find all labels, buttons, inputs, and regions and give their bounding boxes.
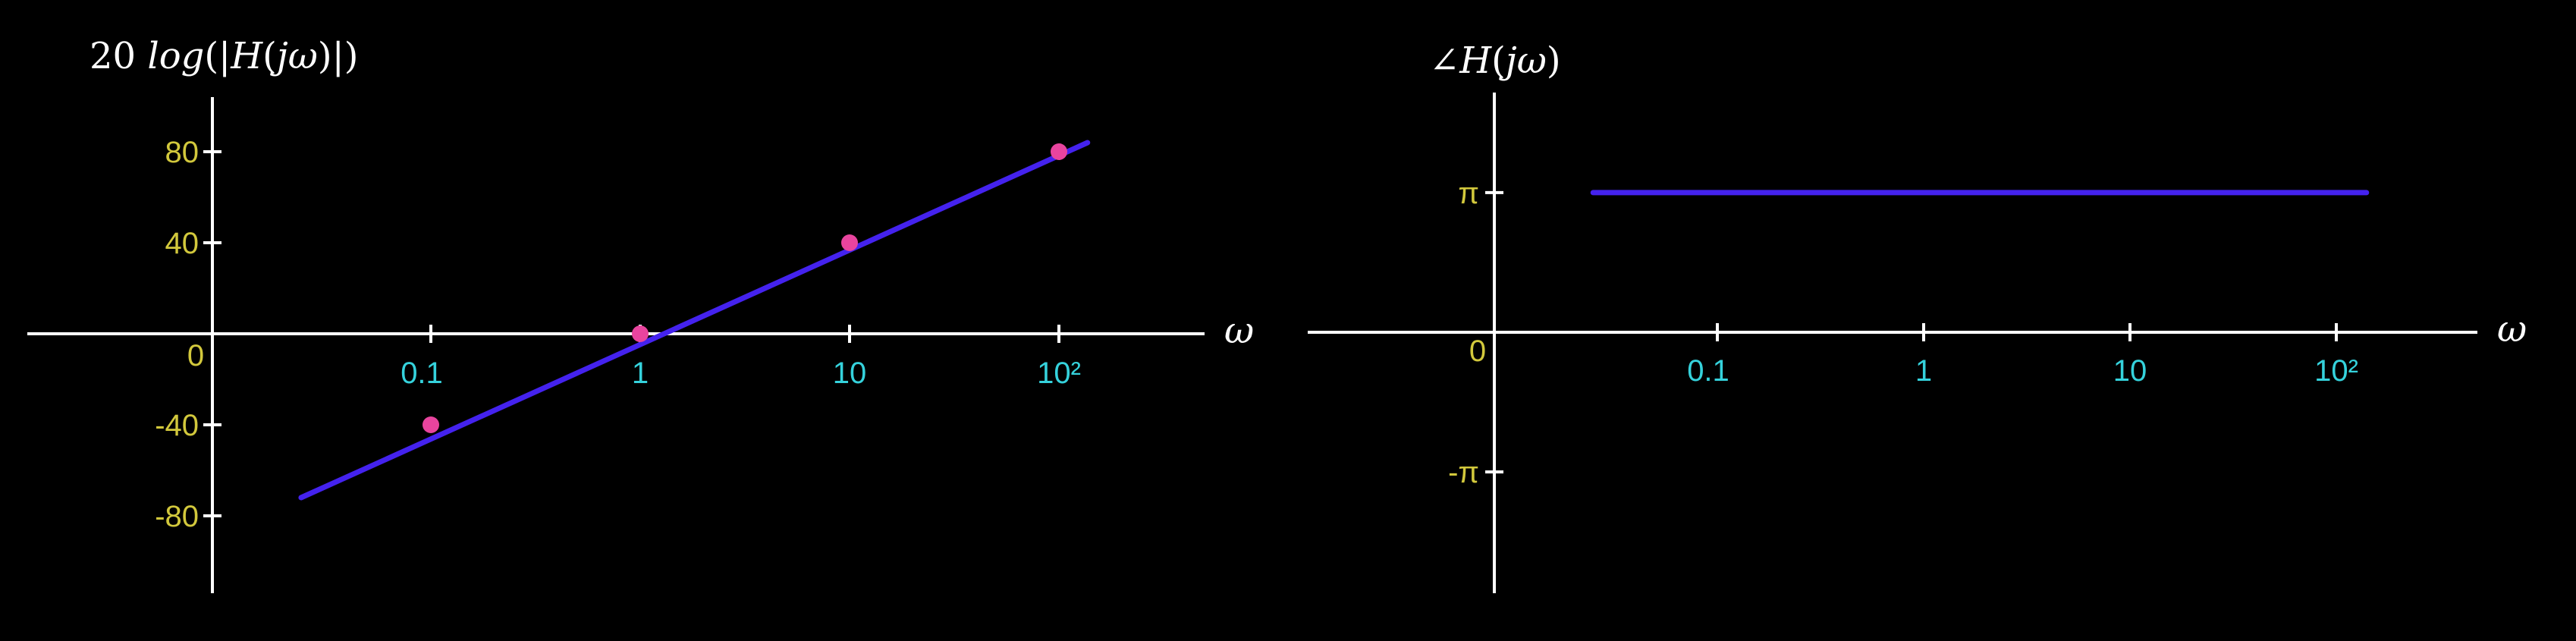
mag-x-axis-title-part: ω (1224, 310, 1254, 352)
phase-x-tick-label: 1 (1915, 354, 1932, 388)
mag-x-tick-label: 10 (833, 357, 867, 390)
mag-data-point (423, 416, 439, 433)
phase-x-tick-label: 10² (2314, 354, 2358, 388)
phase-x-tick-label: 10 (2113, 354, 2147, 388)
mag-y-tick-label: 40 (165, 227, 199, 260)
mag-data-point (841, 234, 858, 251)
mag-series-line (298, 140, 1091, 501)
phase-y-axis-title-part: H (1459, 39, 1492, 82)
mag-y-tick-label: -40 (155, 409, 199, 442)
phase-y-tick-label-zero: 0 (1469, 335, 1486, 368)
mag-y-tick-label: -80 (155, 500, 199, 533)
mag-data-point (1051, 143, 1067, 160)
mag-y-axis-title-part: H (230, 35, 263, 77)
phase-x-tick-label: 0.1 (1687, 354, 1729, 388)
mag-x-tick-label: 10² (1037, 357, 1081, 390)
mag-y-tick-label: 80 (165, 136, 199, 169)
mag-data-point (632, 325, 649, 342)
mag-x-tick-label: 1 (632, 357, 649, 390)
mag-x-axis-title: ω (1224, 310, 1254, 352)
phase-plot: 0.1 1 10 10² π 0 -π ∠H(jω) ω (1308, 39, 2527, 593)
phase-y-tick-label: -π (1448, 456, 1479, 489)
phase-y-axis-title: ∠H(jω) (1429, 39, 1561, 82)
phase-x-axis-title-part: ω (2497, 308, 2527, 350)
phase-y-tick-label: π (1458, 177, 1479, 210)
phase-y-axis-title-part: ) (1547, 39, 1561, 82)
mag-y-axis-title-part: ( (262, 35, 277, 77)
mag-y-axis-title-part: 20 (90, 35, 147, 77)
phase-x-axis-title: ω (2497, 308, 2527, 350)
phase-y-axis-title-part: jω (1499, 39, 1547, 82)
mag-y-axis-title-part: )|) (318, 35, 359, 77)
mag-y-axis-title-part: log (147, 35, 204, 77)
magnitude-plot: 0.1 1 10 10² 80 40 0 -40 -80 20 log(|H(jω)|) ω (27, 35, 1254, 593)
phase-y-axis-title-part: ( (1491, 39, 1506, 82)
mag-y-axis-title-part: jω (270, 35, 318, 77)
mag-y-axis-title: 20 log(|H(jω)|) (90, 35, 358, 77)
mag-y-axis-title-part: (| (204, 35, 231, 77)
mag-y-tick-label-zero: 0 (187, 339, 204, 372)
mag-x-tick-label: 0.1 (401, 357, 443, 390)
phase-y-axis-title-part: ∠ (1429, 39, 1459, 82)
